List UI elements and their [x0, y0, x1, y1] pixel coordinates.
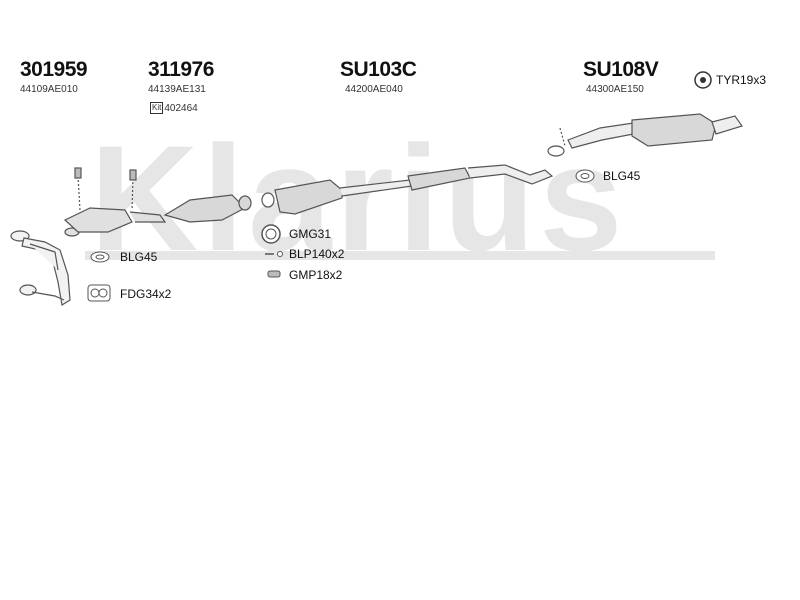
tyr-label: TYR19x3 — [716, 73, 767, 87]
tyr-icon — [694, 71, 712, 89]
blg-right-label: BLG45 — [603, 169, 641, 183]
fdg-icon — [87, 284, 111, 302]
gmg-icon — [261, 224, 281, 244]
front-catalyst-drawing — [63, 167, 167, 237]
blg-left-label: BLG45 — [120, 250, 158, 264]
blg-right-icon — [575, 169, 595, 183]
centre-silencer-drawing — [261, 164, 554, 215]
blg-left-icon — [90, 251, 110, 263]
gmg-label: GMG31 — [289, 227, 332, 241]
gmp-label: GMP18x2 — [289, 268, 343, 282]
oem-number-3: 44200AE040 — [345, 84, 403, 95]
kit-number-text: 402464 — [164, 102, 198, 114]
rear-silencer-drawing — [547, 113, 743, 157]
front-pipe-drawing — [10, 230, 71, 306]
kit-number: Kit 402464 — [150, 102, 198, 114]
oem-number-1: 44109AE010 — [20, 84, 78, 95]
part-number-1: 301959 — [20, 58, 88, 81]
oem-number-2: 44139AE131 — [148, 84, 206, 95]
watermark-bar — [85, 251, 715, 260]
blp-icon — [265, 251, 283, 257]
kit-badge: Kit — [150, 102, 164, 114]
blp-label: BLP140x2 — [289, 247, 345, 261]
part-number-4: SU108V — [583, 58, 659, 81]
part-number-2: 311976 — [148, 58, 214, 81]
oem-number-4: 44300AE150 — [586, 84, 644, 95]
second-catalyst-drawing — [163, 194, 252, 223]
part-number-3: SU103C — [340, 58, 417, 81]
fdg-label: FDG34x2 — [120, 287, 172, 301]
gmp-icon — [267, 270, 281, 278]
